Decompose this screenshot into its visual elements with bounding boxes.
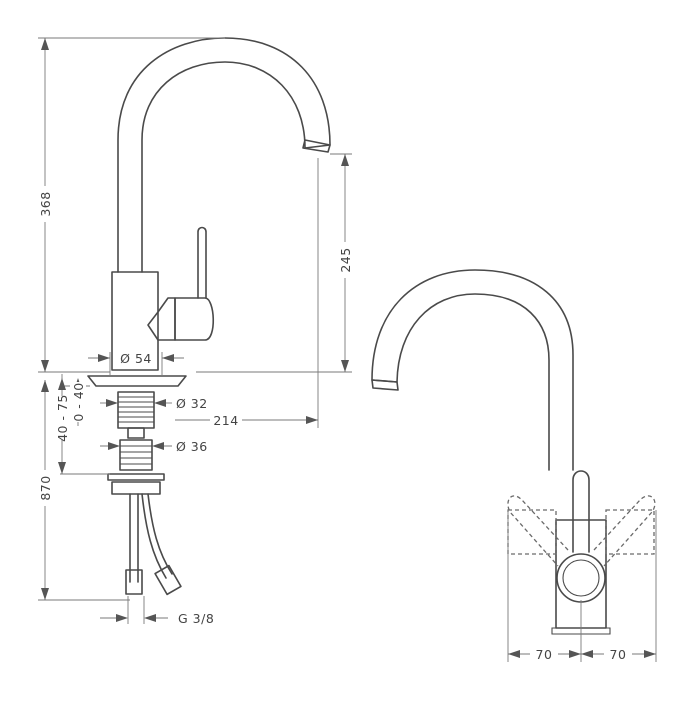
side-nut-threads [120,445,152,465]
dim-reach: 214 [175,158,319,428]
label-hose-length: 870 [38,475,53,500]
label-nut-diameter: Ø 36 [176,439,208,454]
label-lever-swing-left: 70 [536,647,553,662]
side-spout [117,37,331,273]
front-spout-tip [371,379,399,391]
front-view: 70 70 [371,269,657,662]
front-lever-knob [556,553,606,603]
side-spout-tip [302,139,331,153]
front-lever-swing-right [593,495,656,567]
label-reach: 214 [213,413,238,428]
front-lever-stem [572,470,590,553]
side-hose-fitting-right [154,564,182,596]
front-base [551,627,611,635]
side-shank-neck [127,427,145,439]
label-height-total: 368 [38,191,53,216]
side-hose-fitting-left [125,569,143,595]
front-lever-swing-left [507,495,569,567]
side-shank-threads [118,396,154,423]
label-lever-swing-right: 70 [610,647,627,662]
front-lever-knob-inner [562,559,600,597]
dim-spout-height: 245 [196,153,354,373]
dim-deck-thickness: 40 - 75 0 - 40 [54,374,110,475]
label-deck-thickness-a: 40 - 75 [55,394,70,442]
side-nut [119,439,153,471]
side-body [111,271,159,371]
side-lever-connector [147,297,176,341]
side-mounting-bracket [107,473,165,495]
front-lever-swing-left-body [507,509,557,555]
label-shank-diameter: Ø 32 [176,396,208,411]
label-deck-thickness-b: 0 - 40 [71,382,86,421]
side-lever-handle [174,297,215,341]
dim-thread: G 3/8 [100,596,214,626]
dim-height-total: 368 [36,37,225,373]
dim-hose-length: 870 [36,380,130,601]
side-hose-bent [141,493,173,579]
front-lever-swing-right-body [605,509,655,555]
side-lever-stick [197,226,207,299]
label-spout-height: 245 [338,247,353,272]
label-thread: G 3/8 [178,611,214,626]
side-base-plate [87,375,187,387]
dim-nut-diameter: Ø 36 [100,439,208,454]
side-hose-straight [129,493,139,583]
dim-lever-swing: 70 70 [507,510,657,662]
dim-base-diameter: Ø 54 [88,351,184,376]
label-base-diameter: Ø 54 [120,351,152,366]
side-view: 368 245 214 Ø 54 [36,37,354,626]
front-spout [371,269,574,471]
dim-shank-diameter: Ø 32 [100,396,208,411]
